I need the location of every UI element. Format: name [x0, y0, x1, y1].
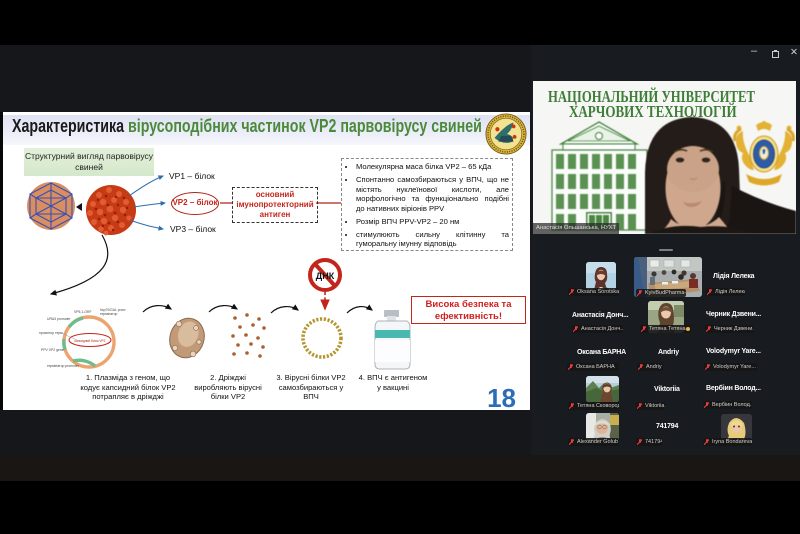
svg-text:ДНК: ДНК — [316, 271, 335, 281]
svg-text:VP5.1-ORF: VP5.1-ORF — [74, 310, 92, 314]
svg-text:капсидний білок VP2: капсидний білок VP2 — [75, 339, 106, 343]
svg-text:термінатор promoter: термінатор promoter — [47, 364, 80, 368]
svg-text:промотор терм: промотор терм — [39, 331, 63, 335]
svg-text:URA3 promoter: URA3 promoter — [47, 317, 71, 321]
svg-text:термінатор: термінатор — [100, 312, 117, 316]
svg-text:PPV VP2 gene: PPV VP2 gene — [41, 348, 64, 352]
svg-text:hsp70/GAL prom: hsp70/GAL prom — [100, 308, 126, 312]
